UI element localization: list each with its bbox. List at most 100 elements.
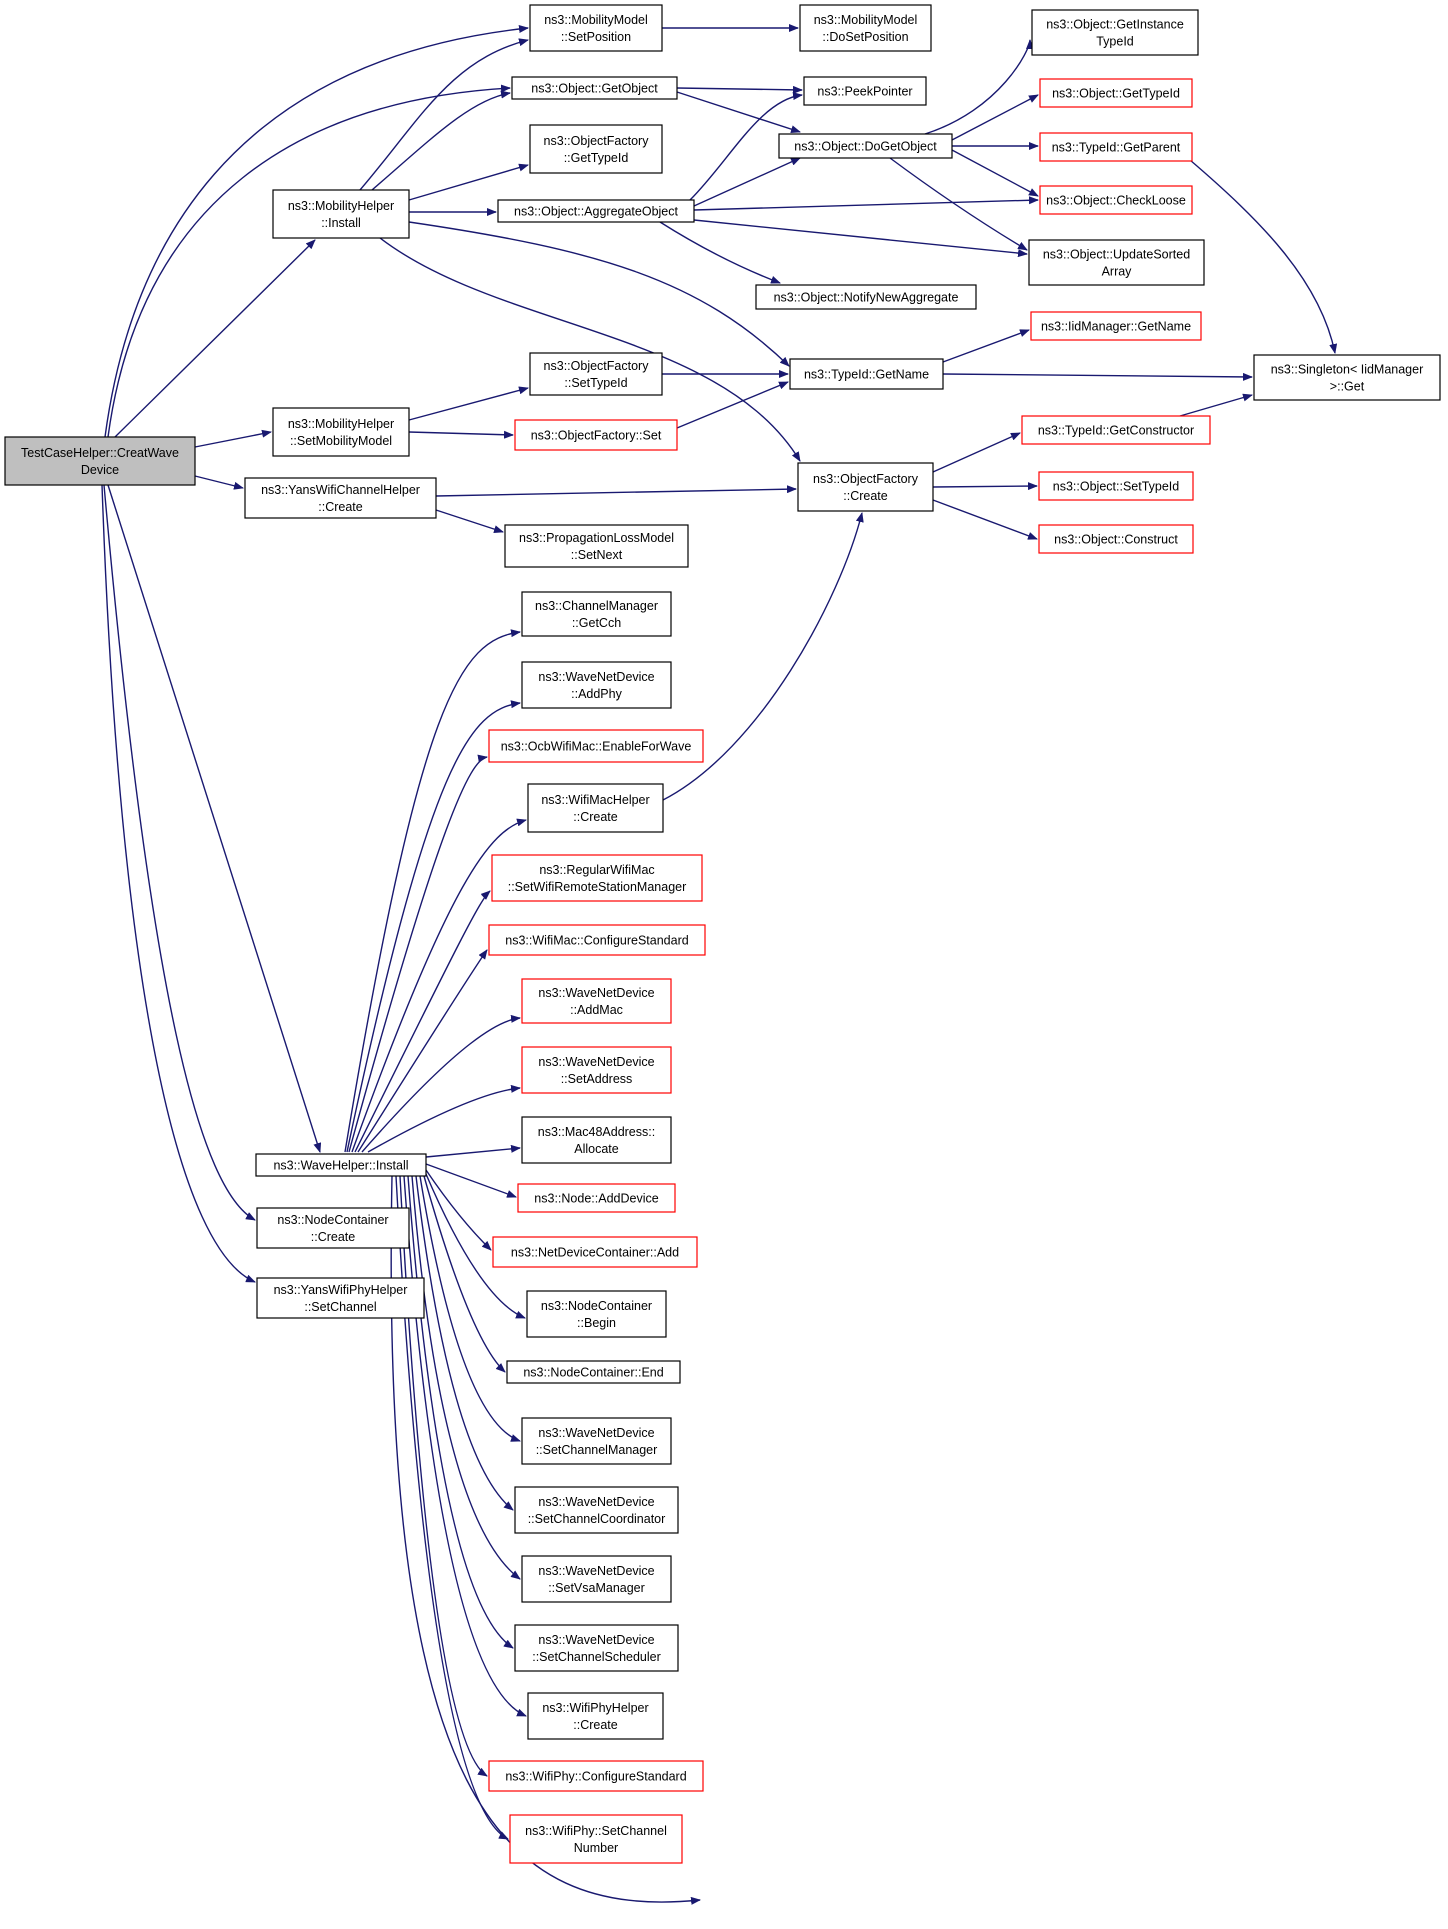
node-n34[interactable]: ns3::MobilityModel::DoSetPosition: [799, 4, 932, 52]
node-box[interactable]: [517, 1183, 676, 1213]
node-n13[interactable]: ns3::PropagationLossModel::SetNext: [504, 524, 689, 568]
node-n29[interactable]: ns3::WaveNetDevice::SetVsaManager: [521, 1555, 672, 1603]
node-box[interactable]: [1038, 471, 1194, 501]
node-n14[interactable]: ns3::ChannelManager::GetCch: [521, 591, 672, 637]
node-box[interactable]: [526, 1290, 667, 1338]
node-box[interactable]: [1028, 239, 1205, 286]
node-box[interactable]: [504, 524, 689, 568]
node-n31[interactable]: ns3::WifiPhyHelper::Create: [527, 1692, 664, 1740]
node-box[interactable]: [1253, 354, 1441, 401]
node-n47[interactable]: ns3::Object::SetTypeId: [1038, 471, 1194, 501]
node-box[interactable]: [521, 1116, 672, 1164]
node-box[interactable]: [1039, 132, 1193, 162]
node-box[interactable]: [521, 1555, 672, 1603]
node-n17[interactable]: ns3::WifiMacHelper::Create: [527, 783, 664, 833]
node-box[interactable]: [244, 477, 437, 519]
node-n11[interactable]: ns3::ObjectFactory::SetTypeId: [529, 352, 663, 396]
node-n37[interactable]: ns3::Object::NotifyNewAggregate: [755, 284, 977, 310]
node-n18[interactable]: ns3::RegularWifiMac::SetWifiRemoteStatio…: [491, 854, 703, 902]
node-box[interactable]: [506, 1360, 681, 1384]
node-n26[interactable]: ns3::NodeContainer::End: [506, 1360, 681, 1384]
node-box[interactable]: [514, 1486, 679, 1534]
node-n15[interactable]: ns3::WaveNetDevice::AddPhy: [521, 661, 672, 709]
node-n30[interactable]: ns3::WaveNetDevice::SetChannelScheduler: [514, 1624, 679, 1672]
node-n22[interactable]: ns3::Mac48Address::Allocate: [521, 1116, 672, 1164]
node-n19[interactable]: ns3::WifiMac::ConfigureStandard: [488, 924, 706, 956]
node-box[interactable]: [1039, 185, 1193, 215]
node-box[interactable]: [529, 352, 663, 396]
node-box[interactable]: [514, 1624, 679, 1672]
node-box[interactable]: [511, 76, 678, 100]
node-n36[interactable]: ns3::Object::DoGetObject: [778, 133, 953, 159]
node-box[interactable]: [488, 1760, 704, 1792]
node-box[interactable]: [1030, 311, 1202, 341]
node-n43[interactable]: ns3::Object::CheckLoose: [1039, 185, 1193, 215]
node-box[interactable]: [491, 854, 703, 902]
node-box[interactable]: [509, 1814, 683, 1864]
node-n48[interactable]: ns3::Object::Construct: [1038, 524, 1194, 554]
node-box[interactable]: [497, 199, 695, 223]
node-box[interactable]: [521, 591, 672, 637]
node-n16[interactable]: ns3::OcbWifiMac::EnableForWave: [488, 729, 704, 763]
node-n39[interactable]: ns3::ObjectFactory::Create: [797, 462, 934, 512]
node-n8[interactable]: ns3::Object::GetObject: [511, 76, 678, 100]
node-box[interactable]: [521, 1417, 672, 1465]
node-box[interactable]: [521, 1046, 672, 1094]
node-n4[interactable]: ns3::WaveHelper::Install: [255, 1153, 427, 1177]
node-box[interactable]: [1021, 415, 1211, 445]
node-n24[interactable]: ns3::NetDeviceContainer::Add: [492, 1236, 698, 1268]
node-n7[interactable]: ns3::MobilityModel::SetPosition: [529, 4, 663, 52]
node-n9[interactable]: ns3::ObjectFactory::GetTypeId: [529, 124, 663, 174]
node-box[interactable]: [488, 924, 706, 956]
node-n41[interactable]: ns3::Object::GetTypeId: [1039, 78, 1193, 108]
node-n2[interactable]: ns3::MobilityHelper::SetMobilityModel: [272, 407, 410, 457]
node-n42[interactable]: ns3::TypeId::GetParent: [1039, 132, 1193, 162]
node-box[interactable]: [527, 783, 664, 833]
node-box[interactable]: [529, 124, 663, 174]
node-box[interactable]: [255, 1153, 427, 1177]
node-box[interactable]: [755, 284, 977, 310]
node-n25[interactable]: ns3::NodeContainer::Begin: [526, 1290, 667, 1338]
node-box[interactable]: [1038, 524, 1194, 554]
node-n20[interactable]: ns3::WaveNetDevice::AddMac: [521, 978, 672, 1024]
node-box[interactable]: [514, 419, 678, 451]
node-box[interactable]: [803, 76, 927, 106]
node-n23[interactable]: ns3::Node::AddDevice: [517, 1183, 676, 1213]
node-box[interactable]: [789, 358, 944, 390]
node-box[interactable]: [492, 1236, 698, 1268]
node-box[interactable]: [488, 729, 704, 763]
node-box[interactable]: [799, 4, 932, 52]
node-box[interactable]: [272, 407, 410, 457]
node-box[interactable]: [778, 133, 953, 159]
node-box[interactable]: [1039, 78, 1193, 108]
node-box[interactable]: [272, 189, 410, 239]
node-n38[interactable]: ns3::TypeId::GetName: [789, 358, 944, 390]
node-box[interactable]: [529, 4, 663, 52]
node-n27[interactable]: ns3::WaveNetDevice::SetChannelManager: [521, 1417, 672, 1465]
node-box[interactable]: [4, 436, 196, 486]
node-box[interactable]: [527, 1692, 664, 1740]
node-box[interactable]: [1031, 9, 1199, 56]
node-n10[interactable]: ns3::Object::AggregateObject: [497, 199, 695, 223]
node-n49[interactable]: ns3::Singleton< IidManager>::Get: [1253, 354, 1441, 401]
node-n45[interactable]: ns3::IidManager::GetName: [1030, 311, 1202, 341]
node-n32[interactable]: ns3::WifiPhy::ConfigureStandard: [488, 1760, 704, 1792]
node-n21[interactable]: ns3::WaveNetDevice::SetAddress: [521, 1046, 672, 1094]
node-n46[interactable]: ns3::TypeId::GetConstructor: [1021, 415, 1211, 445]
node-box[interactable]: [256, 1207, 410, 1249]
node-n35[interactable]: ns3::PeekPointer: [803, 76, 927, 106]
node-box[interactable]: [797, 462, 934, 512]
node-n12[interactable]: ns3::ObjectFactory::Set: [514, 419, 678, 451]
node-box[interactable]: [521, 978, 672, 1024]
node-box[interactable]: [256, 1277, 425, 1319]
node-n6[interactable]: ns3::YansWifiPhyHelper::SetChannel: [256, 1277, 425, 1319]
node-box[interactable]: [521, 661, 672, 709]
node-n1[interactable]: ns3::MobilityHelper::Install: [272, 189, 410, 239]
node-n28[interactable]: ns3::WaveNetDevice::SetChannelCoordinato…: [514, 1486, 679, 1534]
node-n5[interactable]: ns3::NodeContainer::Create: [256, 1207, 410, 1249]
node-n3[interactable]: ns3::YansWifiChannelHelper::Create: [244, 477, 437, 519]
